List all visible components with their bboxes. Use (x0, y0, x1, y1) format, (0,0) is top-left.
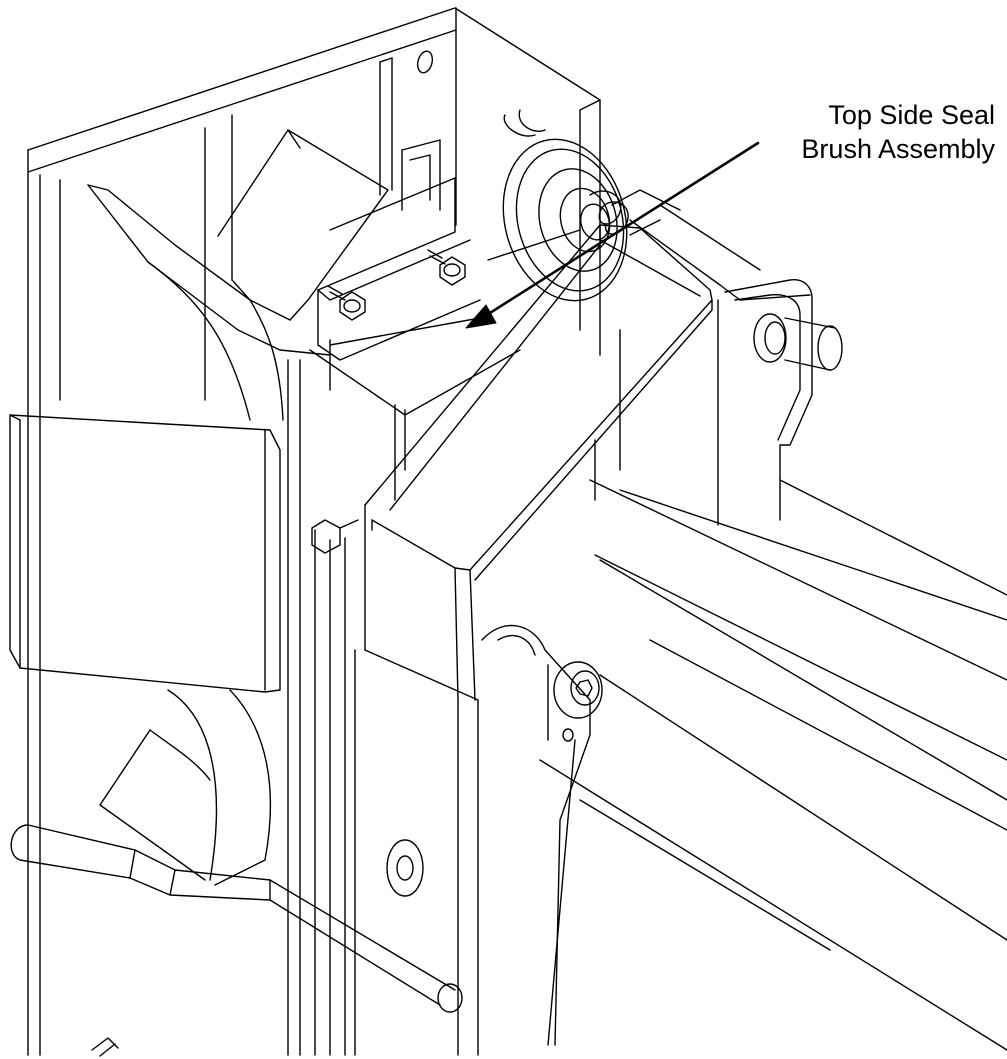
handle-rod (10, 824, 463, 1013)
pin-right (753, 313, 843, 371)
lower-chute (99, 689, 272, 886)
back-panel (27, 7, 601, 1056)
panel-slot (416, 50, 434, 74)
chute (87, 129, 389, 421)
callout-line-2: Brush Assembly (801, 134, 995, 164)
callout-label: Top Side Seal Brush Assembly (695, 98, 995, 166)
callout-arrow (465, 141, 760, 329)
bolt-left (327, 285, 366, 321)
lower-washer (386, 839, 424, 897)
band-wrap (9, 414, 281, 693)
callout-line-1: Top Side Seal (828, 100, 995, 130)
vertical-bars (287, 359, 479, 1056)
diagonal-arm (364, 224, 713, 701)
axle-shaft (629, 204, 811, 301)
lower-lever (481, 624, 591, 1046)
right-rails (539, 329, 1007, 1051)
bolt-right (427, 249, 466, 286)
bottom-fragment (91, 1037, 119, 1057)
socket-screw (553, 661, 603, 742)
mid-nut (311, 519, 359, 554)
right-plate (717, 279, 813, 526)
